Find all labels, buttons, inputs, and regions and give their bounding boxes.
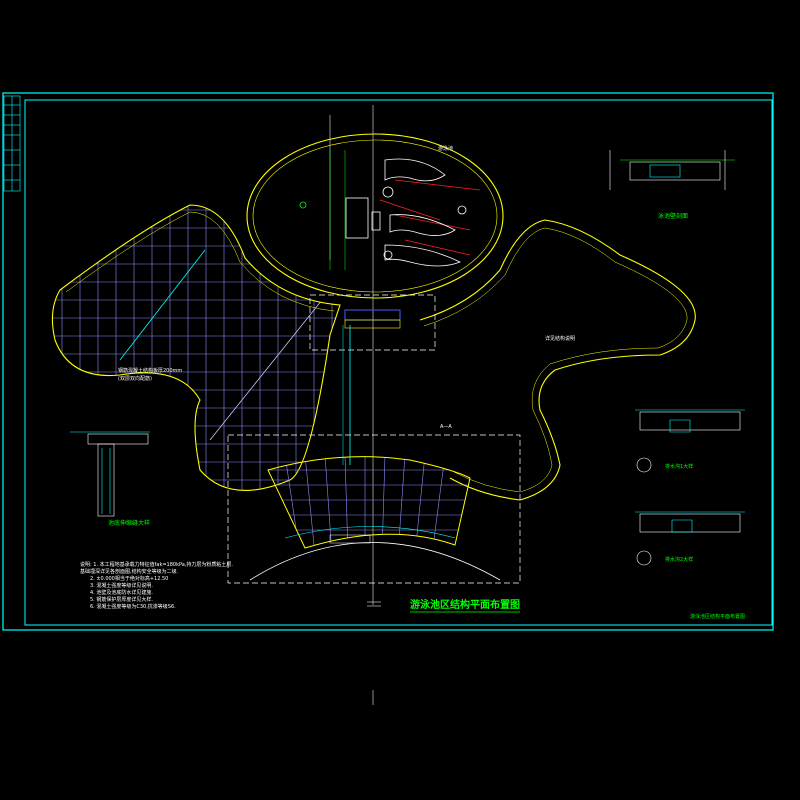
detail-drain-2: [635, 511, 745, 566]
detail-a-label: 泳池壁剖面: [658, 212, 688, 220]
general-notes: 说明: 1. 本工程地基承载力特征值fak=180kPa,持力层为粉质粘土层. …: [80, 561, 233, 610]
title-strip: [3, 95, 21, 192]
detail-b-label: 池底伸缩缝大样: [108, 519, 150, 527]
note-line: 6. 混凝土强度等级为C30,抗渗等级S6.: [90, 603, 176, 610]
detail-pool-wall: [70, 431, 150, 517]
section-mark: A—A: [440, 424, 452, 430]
central-structure: [309, 294, 436, 465]
note-line: 4. 池壁及池底防水详见建施.: [90, 589, 153, 596]
detail-top-right: [609, 150, 735, 190]
sheet-name: 游泳池区结构平面布置图: [690, 613, 745, 620]
note-ref: 详见结构说明: [545, 335, 575, 342]
center-axis: [329, 105, 381, 705]
left-deck-grid: [51, 204, 341, 491]
main-title: 游泳池区结构平面布置图: [410, 598, 520, 611]
pool-label: 游泳池: [438, 145, 453, 152]
note-line: 5. 钢筋保护层厚度详见大样.: [90, 596, 153, 603]
detail-1-label: 排水沟1大样: [665, 463, 693, 470]
note-line: 3. 混凝土强度等级详见说明.: [90, 582, 153, 589]
grid-note-2: (双层双向配筋): [118, 375, 152, 382]
detail-2-label: 排水沟2大样: [665, 556, 693, 563]
lower-deck: [227, 434, 521, 584]
grid-note-1: 钢筋混凝土结构板厚200mm: [118, 367, 182, 374]
note-line: 2. ±0.000相当于绝对标高+12.50: [90, 575, 168, 582]
sheet-outer-frame: [2, 92, 774, 631]
note-line: 基础埋深详见各剖面图,结构安全等级为二级.: [80, 568, 179, 575]
detail-drain-1: [635, 409, 745, 473]
sheet-inner-frame: [24, 99, 773, 626]
right-deck-outline: [419, 219, 696, 501]
pool-ellipse: [246, 133, 504, 299]
note-line: 说明: 1. 本工程地基承载力特征值fak=180kPa,持力层为粉质粘土层.: [80, 561, 233, 568]
